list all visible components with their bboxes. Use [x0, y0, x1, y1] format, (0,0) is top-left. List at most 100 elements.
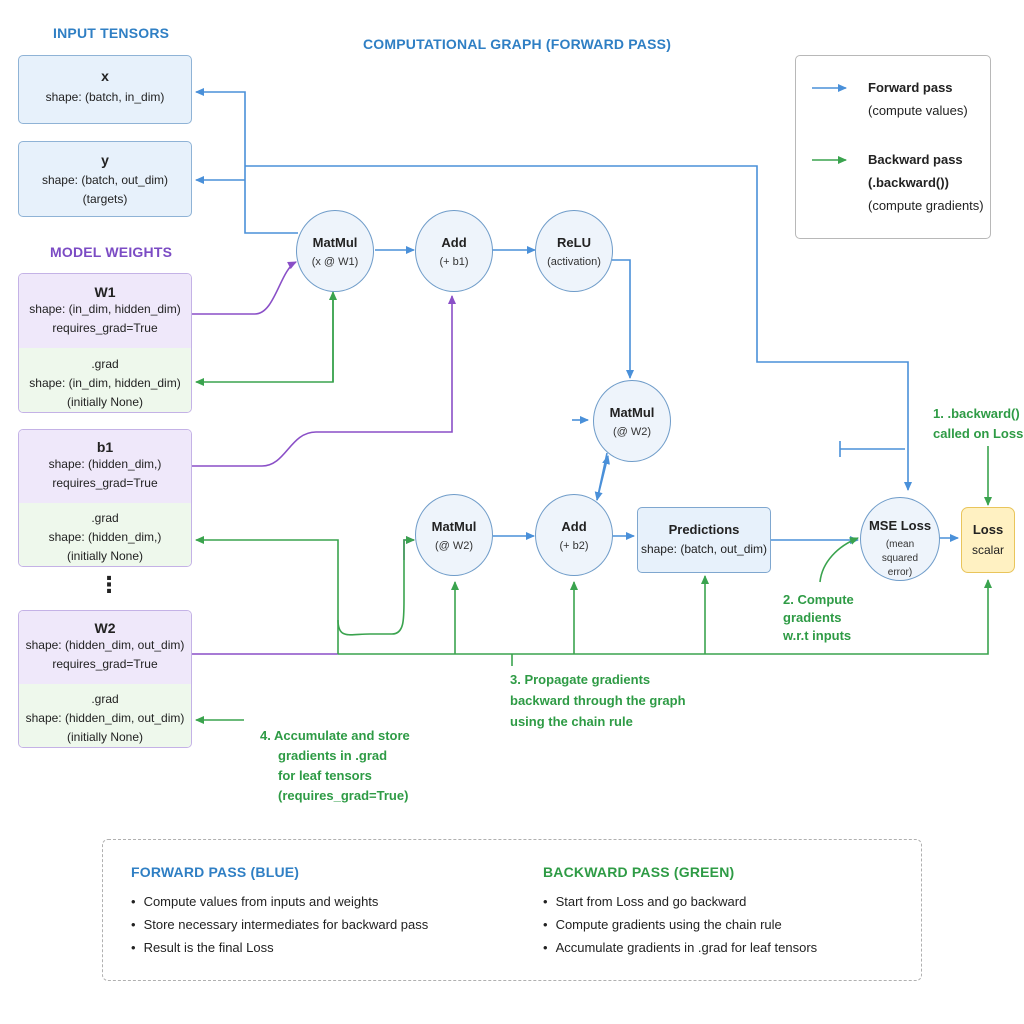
node-relu[interactable]: ReLU (activation) [535, 210, 613, 292]
node-mse-loss[interactable]: MSE Loss (mean squared error) [860, 497, 940, 581]
w1-grad-shape: shape: (in_dim, hidden_dim) [29, 376, 181, 390]
node-add-2-label: Add [561, 519, 587, 534]
legend-backward-sub: (compute gradients) [868, 198, 984, 213]
legend-forward-title: Forward pass [868, 80, 953, 95]
summary-backward-title: BACKWARD PASS (GREEN) [543, 864, 735, 880]
edge-tick [839, 441, 905, 457]
w1-name: W1 [94, 284, 116, 300]
annotation-step-2-line-2: gradients [783, 610, 842, 625]
grad-b1 [195, 536, 339, 654]
annotation-step-4-line-1: 4. Accumulate and store [260, 728, 410, 743]
node-add-1[interactable]: Add (+ b1) [415, 210, 493, 292]
summary-backward-item: Compute gradients using the chain rule [543, 913, 817, 936]
node-relu-sub: (activation) [547, 256, 601, 268]
annotation-step-4-line-3: for leaf tensors [278, 768, 372, 783]
w2-grad-shape: shape: (hidden_dim, out_dim) [25, 711, 185, 725]
annotation-step-3-line-3: using the chain rule [510, 714, 633, 729]
model-weights-title: MODEL WEIGHTS [50, 244, 173, 260]
summary-forward-title: FORWARD PASS (BLUE) [131, 864, 300, 880]
edge-add2-matmul-top [596, 455, 610, 501]
node-matmul-2[interactable]: MatMul (@ W2) [415, 494, 493, 576]
node-predictions-sub: shape: (batch, out_dim) [640, 542, 768, 556]
node-matmul-2-label: MatMul [431, 519, 477, 534]
summary-forward-item: Compute values from inputs and weights [131, 890, 428, 913]
w2-grad-label: .grad [91, 692, 119, 706]
edge-relu-matmul-top [612, 259, 634, 379]
summary-forward-item: Store necessary intermediates for backwa… [131, 913, 429, 936]
annotation-step-4: 4. Accumulate and store gradients in .gr… [260, 726, 410, 806]
w2-requires-grad: requires_grad=True [52, 657, 158, 671]
tensor-y[interactable]: y shape: (batch, out_dim) (targets) [18, 141, 192, 217]
edge-w2-join [403, 536, 415, 560]
legend-backward-title: Backward pass [868, 152, 963, 167]
grad-compute-curve [819, 537, 859, 583]
node-matmul-top-label: MatMul [609, 405, 655, 420]
annotation-step-3-line-2: backward through the graph [510, 693, 686, 708]
node-predictions[interactable]: Predictions shape: (batch, out_dim) [637, 507, 771, 573]
grad-to-matmul2 [337, 536, 415, 636]
node-add-1-sub: (+ b1) [439, 256, 469, 268]
tensor-y-shape: shape: (batch, out_dim) [41, 173, 169, 187]
annotation-step-4-line-4: (requires_grad=True) [278, 788, 409, 803]
b1-grad-label: .grad [91, 511, 119, 525]
edge-y-to-mse [245, 165, 912, 491]
legend-backward-code: (.backward()) [868, 175, 949, 190]
graph-title: COMPUTATIONAL GRAPH (FORWARD PASS) [363, 36, 672, 52]
node-loss-sub: scalar [971, 543, 1004, 557]
node-mse-loss-sub: (mean squared error) [881, 539, 919, 578]
w1-grad-note: (initially None) [66, 395, 144, 409]
annotation-step-1: 1. .backward() called on Loss [933, 404, 1023, 444]
grad-w1 [195, 296, 334, 386]
legend-forward-sub: (compute values) [868, 103, 968, 118]
node-matmul-1-label: MatMul [312, 235, 358, 250]
summary-backward-list: Start from Loss and go backward Compute … [543, 890, 818, 959]
w1-requires-grad: requires_grad=True [52, 321, 158, 335]
node-add-2-sub: (+ b2) [559, 540, 589, 552]
annotation-step-1-line-1: 1. .backward() [933, 406, 1020, 421]
node-add-1-label: Add [441, 235, 467, 250]
node-matmul-top-sub: (@ W2) [612, 426, 652, 438]
edge-b1-add1 [192, 295, 456, 467]
grad-bus [338, 579, 992, 655]
node-matmul-top[interactable]: MatMul (@ W2) [593, 380, 671, 462]
summary-backward-item: Start from Loss and go backward [543, 890, 817, 913]
node-relu-label: ReLU [557, 235, 591, 250]
b1-grad-shape: shape: (hidden_dim,) [48, 530, 162, 544]
summary-forward-item: Result is the final Loss [131, 936, 428, 959]
annotation-step-2-line-3: w.r.t inputs [783, 628, 852, 643]
tensor-x-shape: shape: (batch, in_dim) [45, 90, 165, 104]
w1-grad-label: .grad [91, 357, 119, 371]
node-matmul-2-sub: (@ W2) [434, 540, 474, 552]
node-matmul-1-sub: (x @ W1) [311, 256, 359, 268]
summary-backward-item: Accumulate gradients in .grad for leaf t… [543, 936, 818, 959]
weights-ellipsis: ⋮ [98, 572, 120, 597]
w2-name: W2 [94, 620, 116, 636]
annotation-step-1-line-2: called on Loss [933, 426, 1024, 441]
annotation-step-3: 3. Propagate gradients backward through … [510, 669, 686, 732]
w2-grad-note: (initially None) [66, 730, 144, 744]
w1-shape: shape: (in_dim, hidden_dim) [29, 302, 181, 316]
tensor-y-note: (targets) [82, 192, 128, 206]
annotation-step-2-line-1: 2. Compute [783, 592, 854, 607]
summary-forward-list: Compute values from inputs and weights S… [131, 890, 429, 959]
node-add-2[interactable]: Add (+ b2) [535, 494, 613, 576]
node-loss-label: Loss [972, 522, 1004, 537]
b1-requires-grad: requires_grad=True [52, 476, 158, 490]
annotation-step-4-line-2: gradients in .grad [278, 748, 388, 763]
node-mse-loss-label: MSE Loss [868, 518, 932, 533]
node-predictions-label: Predictions [668, 522, 740, 537]
b1-name: b1 [96, 439, 114, 455]
weight-w1[interactable]: W1 shape: (in_dim, hidden_dim) requires_… [18, 273, 192, 413]
edge-x-to-matmul1 [195, 88, 298, 234]
tensor-x-name: x [101, 68, 109, 84]
annotation-step-3-line-1: 3. Propagate gradients [510, 672, 651, 687]
w2-shape: shape: (hidden_dim, out_dim) [25, 638, 185, 652]
node-matmul-1[interactable]: MatMul (x @ W1) [296, 210, 374, 292]
node-loss[interactable]: Loss scalar [961, 507, 1015, 573]
weight-b1[interactable]: b1 shape: (hidden_dim,) requires_grad=Tr… [18, 429, 192, 567]
tensor-y-name: y [101, 152, 109, 168]
weight-w2[interactable]: W2 shape: (hidden_dim, out_dim) requires… [18, 610, 192, 748]
tensor-x[interactable]: x shape: (batch, in_dim) [18, 55, 192, 124]
b1-shape: shape: (hidden_dim,) [48, 457, 162, 471]
